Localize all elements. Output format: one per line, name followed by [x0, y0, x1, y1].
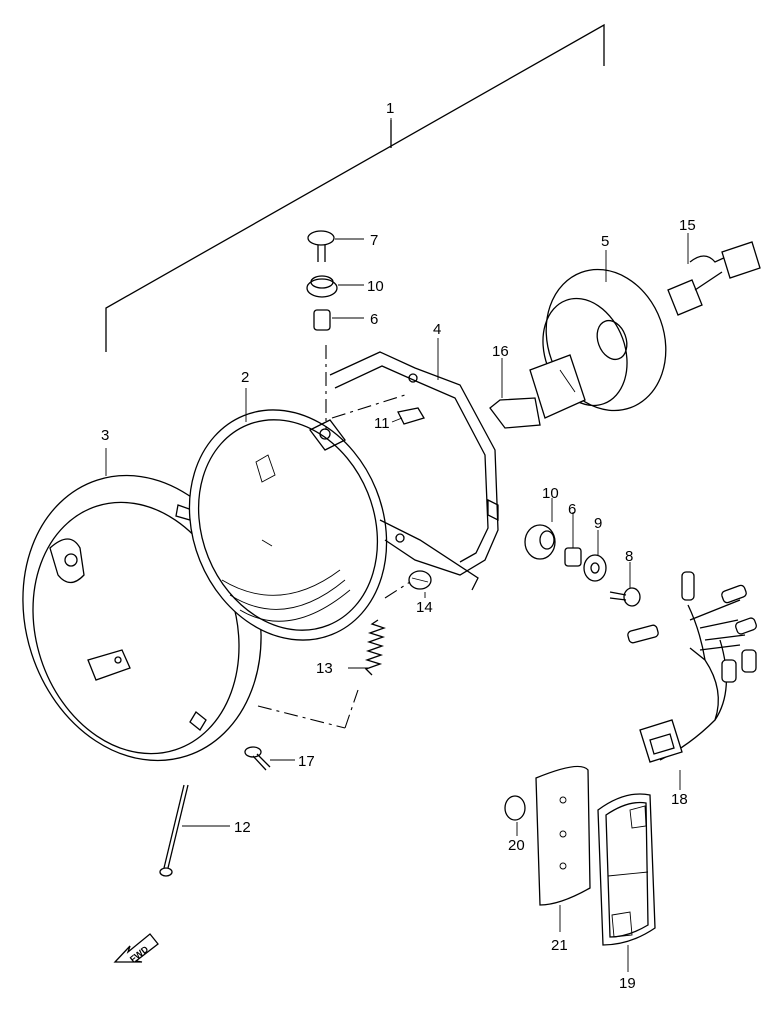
clip-11: [397, 407, 425, 425]
callout-21: 21: [551, 937, 568, 954]
connector-15: [667, 241, 761, 316]
screw-7: [307, 230, 335, 262]
callout-12: 12: [234, 819, 251, 836]
plate-21: [535, 765, 591, 906]
callout-13: 13: [316, 660, 333, 677]
screw-17: [244, 746, 271, 771]
screw-12: [159, 784, 189, 877]
callout-16: 16: [492, 343, 509, 360]
screw-8: [609, 587, 641, 607]
callout-18: 18: [671, 791, 688, 808]
callout-17: 17: [298, 753, 315, 770]
leader-lines: [105, 118, 689, 972]
callout-6-top: 6: [370, 311, 378, 328]
callout-14: 14: [416, 599, 433, 616]
callout-4: 4: [433, 321, 441, 338]
callout-5: 5: [601, 233, 609, 250]
reflector-19: [597, 793, 656, 946]
callout-11: 11: [374, 415, 390, 432]
callout-19: 19: [619, 975, 636, 992]
callout-2: 2: [241, 369, 249, 386]
wiring-harness-18: [627, 571, 757, 763]
headlamp-unit-2: [188, 409, 388, 641]
callout-labels: 1 2 3 4 5 15 16 7 10 6 11 10 6 9 8 14 13…: [101, 100, 696, 992]
spring-13: [364, 619, 386, 676]
nut-14: [408, 570, 432, 590]
callout-10-side: 10: [542, 485, 559, 502]
collar-6-top: [313, 309, 331, 331]
washer-9: [583, 554, 607, 582]
fwd-arrow-icon: FWD: [113, 933, 159, 964]
callout-9: 9: [594, 515, 602, 532]
callout-1: 1: [386, 100, 394, 117]
nut-20: [504, 795, 526, 821]
bulb-16: [489, 354, 586, 429]
grommet-10-side: [524, 524, 556, 560]
callout-10-top: 10: [367, 278, 384, 295]
grommet-10-top: [306, 275, 338, 298]
assembly-bracket-1: [105, 23, 605, 352]
callout-7: 7: [370, 232, 378, 249]
callout-8: 8: [625, 548, 633, 565]
callout-3: 3: [101, 427, 109, 444]
callout-20: 20: [508, 837, 525, 854]
mounting-bracket-4: [329, 351, 499, 591]
callout-15: 15: [679, 217, 696, 234]
callout-6-side: 6: [568, 501, 576, 518]
collar-6-side: [564, 547, 582, 567]
